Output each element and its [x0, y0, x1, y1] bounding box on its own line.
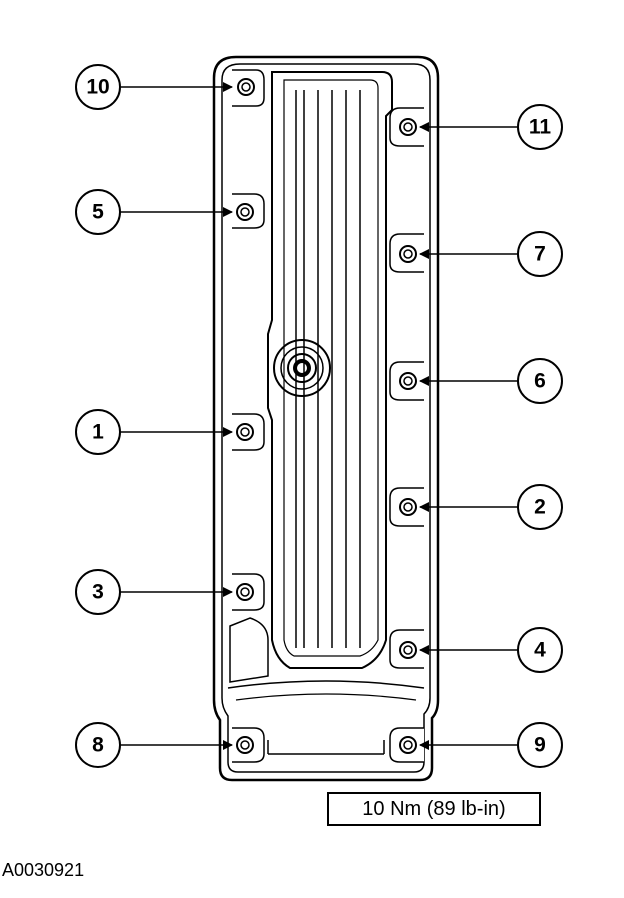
- callouts: 10 5 1 3 8 11 7 6: [75, 64, 563, 768]
- callout-3: 3: [75, 569, 121, 615]
- torque-spec-box: 10 Nm (89 lb-in): [327, 792, 541, 826]
- callout-5: 5: [75, 189, 121, 235]
- bolt-10: [232, 69, 265, 107]
- valve-cover: [212, 55, 440, 782]
- callout-label: 7: [534, 243, 546, 266]
- callout-4: 4: [517, 627, 563, 673]
- bolt-5: [232, 193, 265, 229]
- callout-label: 3: [92, 581, 104, 604]
- callout-11: 11: [517, 104, 563, 150]
- bolt-8: [232, 727, 265, 763]
- callout-10: 10: [75, 64, 121, 110]
- callout-label: 11: [529, 116, 552, 139]
- cover-ribs: [295, 90, 361, 648]
- callout-1: 1: [75, 409, 121, 455]
- callout-label: 6: [534, 370, 546, 393]
- callout-arrows: [120, 82, 518, 750]
- cover-outer-outline: [212, 55, 440, 782]
- callout-7: 7: [517, 231, 563, 277]
- callout-label: 9: [534, 734, 546, 757]
- callout-label: 4: [534, 639, 546, 662]
- cover-inner-outline: [221, 63, 431, 773]
- cover-lower-panel: [227, 680, 425, 689]
- callout-label: 8: [92, 734, 104, 757]
- callout-label: 2: [534, 496, 546, 519]
- bolt-6: [389, 361, 424, 401]
- callout-2: 2: [517, 484, 563, 530]
- oil-filler-cap: [273, 339, 331, 397]
- bolt-9: [389, 727, 424, 763]
- callout-6: 6: [517, 358, 563, 404]
- callout-9: 9: [517, 722, 563, 768]
- callout-label: 10: [86, 76, 109, 99]
- ribbed-top-section: [267, 71, 393, 669]
- torque-spec-text: 10 Nm (89 lb-in): [362, 797, 506, 820]
- callout-label: 5: [92, 201, 104, 224]
- bolt-7: [389, 233, 424, 273]
- bolt-bosses: [232, 69, 424, 763]
- cover-lower-step: [229, 617, 269, 683]
- callout-8: 8: [75, 722, 121, 768]
- bolt-2: [389, 487, 424, 527]
- bolt-11: [389, 107, 424, 147]
- bolt-1: [232, 413, 265, 451]
- bolt-3: [232, 573, 265, 611]
- callout-label: 1: [92, 421, 104, 444]
- bolt-4: [389, 629, 424, 669]
- figure-id: A0030921: [2, 860, 85, 880]
- ribbed-top-inner: [283, 79, 379, 657]
